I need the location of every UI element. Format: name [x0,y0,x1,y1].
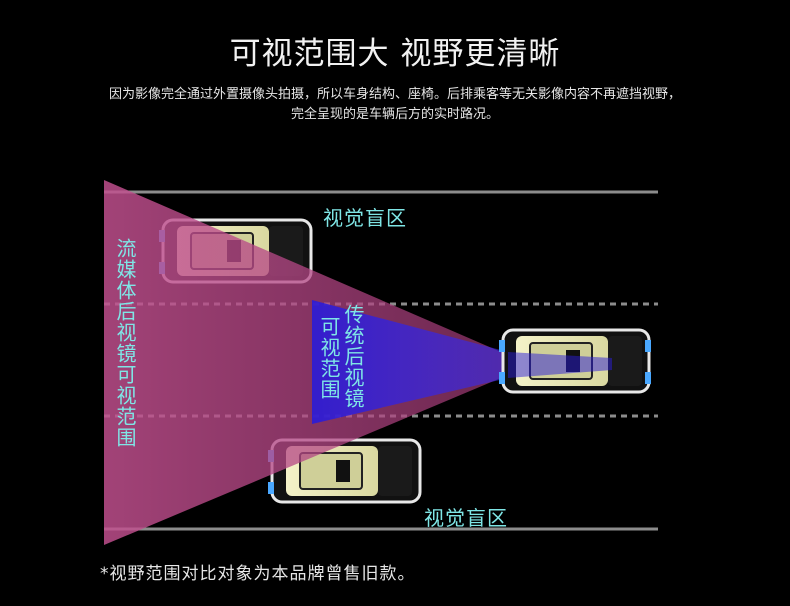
traditional-mirror-range-label-1: 传统后视镜 [341,304,365,409]
blind-spot-label-top: 视觉盲区 [323,206,407,230]
traditional-mirror-range-area [312,300,508,424]
traditional-mirror-range-label-2: 可视范围 [317,316,341,400]
description-line-1: 因为影像完全通过外置摄像头拍摄，所以车身结构、座椅。后排乘客等无关影像内容不再遮… [108,87,681,102]
streaming-mirror-range-area [104,180,508,545]
footnote: *视野范围对比对象为本品牌曾售旧款。 [100,564,416,584]
page-title: 可视范围大 视野更清晰 [229,36,561,72]
description-line-2: 完全呈现的是车辆后方的实时路况。 [290,107,499,122]
blind-spot-label-bottom: 视觉盲区 [424,506,508,530]
traditional-mirror-overlay [508,352,612,378]
streaming-mirror-range-label: 流媒体后视镜可视范围 [113,238,137,448]
